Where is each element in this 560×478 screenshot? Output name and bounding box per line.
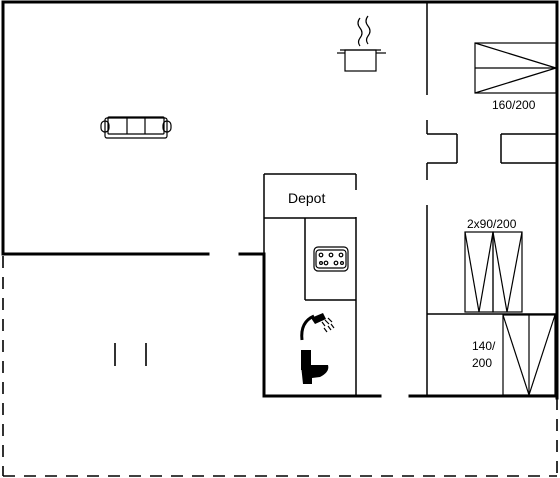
twin-bed-label: 2x90/200 bbox=[467, 217, 517, 231]
guest-bed-icon bbox=[502, 314, 556, 396]
depot-label: Depot bbox=[288, 190, 325, 206]
terrace-markers bbox=[114, 343, 147, 366]
toilet-icon bbox=[301, 350, 329, 384]
sink-icon bbox=[313, 246, 349, 272]
guest-bed-label-line1: 140/ bbox=[472, 339, 496, 353]
interior-walls bbox=[262, 2, 557, 398]
guest-bed-label-line2: 200 bbox=[472, 356, 492, 370]
sofa-icon bbox=[100, 116, 172, 139]
twin-bed-icon bbox=[464, 231, 523, 313]
shower-icon bbox=[300, 313, 335, 341]
cooking-pot-icon bbox=[337, 15, 386, 72]
exterior-walls bbox=[1, 0, 559, 400]
double-bed-icon bbox=[474, 42, 557, 94]
double-bed-label: 160/200 bbox=[492, 98, 536, 112]
terrace-outline bbox=[2, 256, 558, 477]
